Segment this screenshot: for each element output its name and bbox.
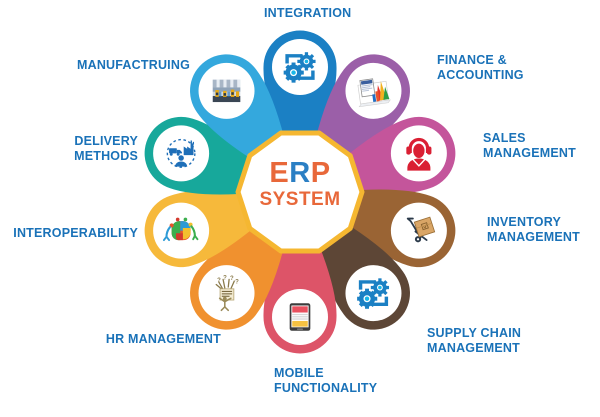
erp-acronym: ERP bbox=[240, 158, 360, 188]
label-delivery-methods[interactable]: DELIVERY METHODS bbox=[74, 134, 138, 163]
erp-system-word: SYSTEM bbox=[259, 189, 341, 210]
center-text-block: ERP SYSTEM bbox=[240, 158, 360, 211]
label-interoperability[interactable]: INTEROPERABILITY bbox=[13, 226, 138, 240]
gears-sync-icon bbox=[357, 278, 390, 309]
label-sales-management[interactable]: SALES MANAGEMENT bbox=[483, 131, 576, 160]
tablet-device-icon bbox=[289, 303, 311, 331]
petal-hr-management[interactable] bbox=[190, 226, 283, 330]
petal-sales-management[interactable] bbox=[348, 116, 456, 195]
petal-layer bbox=[144, 30, 456, 354]
petal-supply-chain-management[interactable] bbox=[317, 226, 410, 330]
label-integration[interactable]: INTEGRATION bbox=[264, 6, 352, 20]
petal-mobile-functionality[interactable] bbox=[263, 250, 337, 354]
factory-photo-icon bbox=[211, 78, 242, 103]
petal-integration[interactable] bbox=[263, 30, 337, 135]
petal-manufactruing[interactable] bbox=[190, 54, 283, 158]
gears-sync-icon bbox=[283, 52, 316, 83]
label-mobile-functionality[interactable]: MOBILE FUNCTIONALITY bbox=[274, 366, 378, 395]
center-decagon bbox=[235, 130, 365, 254]
petal-finance-accounting[interactable] bbox=[317, 54, 410, 158]
erp-letter-r: R bbox=[289, 157, 311, 189]
label-supply-chain-management[interactable]: SUPPLY CHAIN MANAGEMENT bbox=[427, 326, 522, 355]
petal-interoperability[interactable] bbox=[144, 189, 252, 268]
label-finance-accounting[interactable]: FINANCE & ACCOUNTING bbox=[437, 53, 524, 82]
bar-chart-report-icon bbox=[355, 76, 392, 108]
erp-letter-e: E bbox=[269, 157, 290, 189]
label-inventory-management[interactable]: INVENTORY MANAGEMENT bbox=[487, 215, 580, 244]
center-hub bbox=[235, 130, 365, 254]
erp-letter-p: P bbox=[310, 157, 331, 189]
label-manufactruing[interactable]: MANUFACTRUING bbox=[76, 58, 190, 72]
label-hr-management[interactable]: HR MANAGEMENT bbox=[105, 332, 221, 346]
